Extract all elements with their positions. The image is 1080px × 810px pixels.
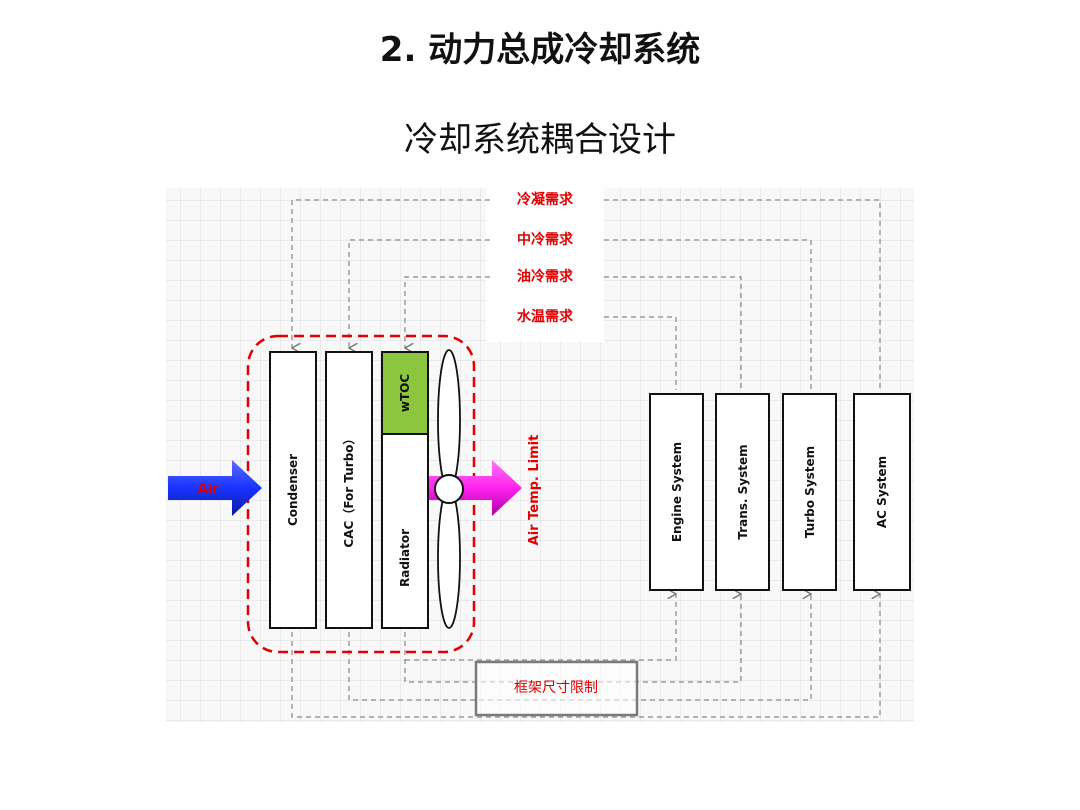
wtoc-label: wTOC [398,374,412,412]
turbo-system-label: Turbo System [803,446,817,538]
trans-system-box [715,393,770,591]
wtoc-box [381,351,429,435]
condenser-box [269,351,317,629]
radiator-box [381,433,429,629]
ac-system-label: AC System [875,456,889,528]
condenser-label: Condenser [286,454,300,526]
frame-limit-label: 框架尺寸限制 [514,680,598,696]
page-title: 2. 动力总成冷却系统 [379,30,701,70]
demand-label-intercool: 中冷需求 [517,231,574,248]
page-subtitle: 冷却系统耦合设计 [404,120,676,160]
demand-label-panel [486,182,604,342]
ac-system-box [853,393,911,591]
demand-label-condense: 冷凝需求 [517,191,574,208]
radiator-label: Radiator [398,529,412,587]
air-in-label: Air [198,482,220,497]
engine-system-box [649,393,704,591]
air-out-arrow [428,460,522,516]
demand-lines [292,199,881,390]
trans-system-label: Trans. System [736,444,750,539]
air-out-label: Air Temp. Limit [527,435,542,546]
cac-label: CAC（For Turbo） [341,432,356,547]
turbo-system-box [782,393,837,591]
air-in-arrow [168,460,262,516]
demand-label-oilcool: 油冷需求 [517,268,574,285]
demand-label-watertemp: 水温需求 [517,308,574,325]
fan-icon [434,349,464,629]
cac-box [325,351,373,629]
frame-limit-box [474,660,639,717]
engine-system-label: Engine System [670,442,684,542]
